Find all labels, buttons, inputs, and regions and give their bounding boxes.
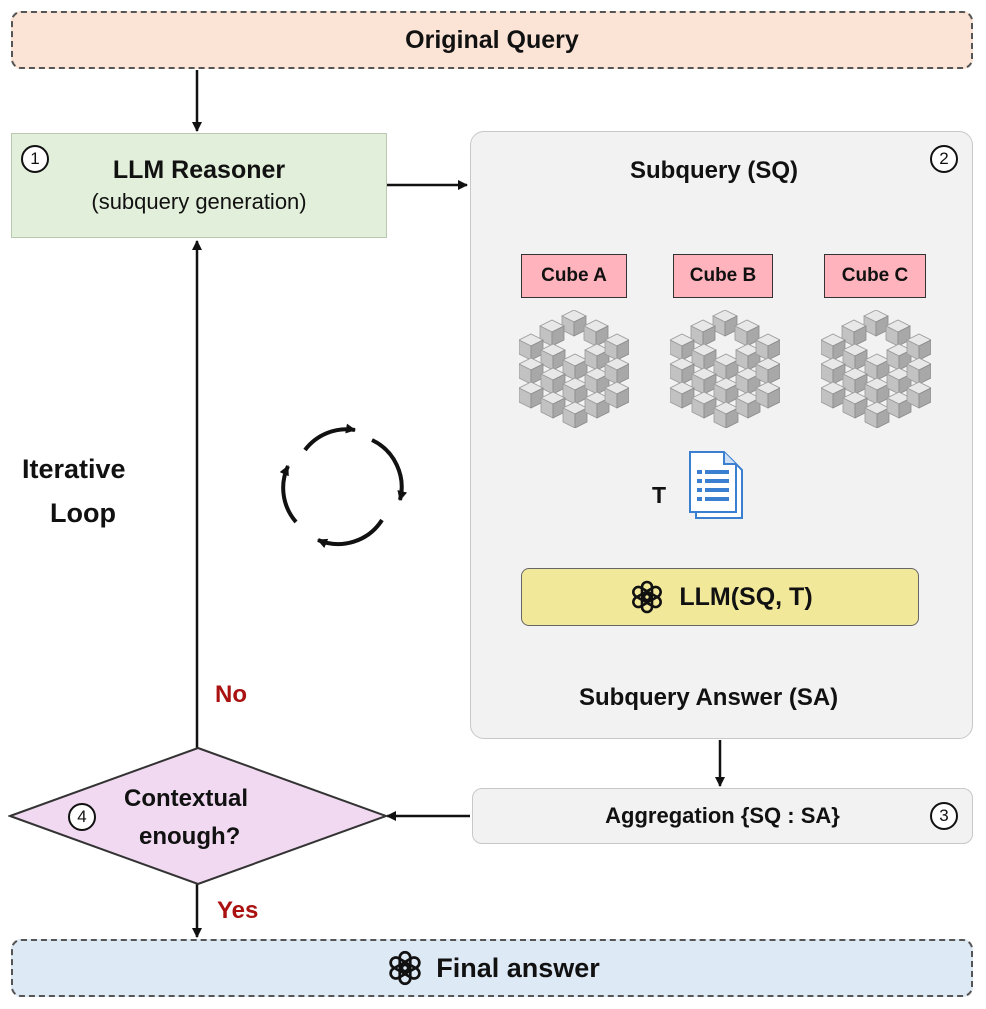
openai-logo-icon <box>632 580 663 614</box>
document-icon <box>689 451 743 519</box>
cycle-arrows-icon <box>279 423 408 549</box>
subquery-panel <box>470 131 973 739</box>
subquery-answer-label: Subquery Answer (SA) <box>579 684 839 711</box>
step-number-4: 4 <box>68 803 96 831</box>
step-number-2: 2 <box>930 145 958 173</box>
subquery-label: Subquery (SQ) <box>630 157 799 184</box>
iterative-loop-line-2: Loop <box>50 498 116 528</box>
final-answer-box: Final answer <box>11 939 973 997</box>
original-query-box: Original Query <box>11 11 973 69</box>
no-label: No <box>215 681 247 708</box>
iterative-loop-line-1: Iterative <box>22 454 126 484</box>
aggregation-box: Aggregation {SQ : SA} <box>472 788 973 844</box>
openai-logo-icon <box>389 950 421 986</box>
step-number-3: 3 <box>930 802 958 830</box>
llm-sq-t-box: LLM(SQ, T) <box>521 568 919 626</box>
llm-reasoner-title: LLM Reasoner <box>112 156 286 184</box>
llm-reasoner-subtitle: (subquery generation) <box>91 189 307 214</box>
cube-grid-icon <box>821 310 931 428</box>
cube-a-label: Cube A <box>521 254 627 298</box>
original-query-label: Original Query <box>405 25 579 54</box>
aggregation-label: Aggregation {SQ : SA} <box>605 803 840 828</box>
decision-line-2: enough? <box>139 823 241 850</box>
cube-grid-icon <box>519 310 629 428</box>
final-answer-label: Final answer <box>436 952 600 983</box>
llm-sq-t-label: LLM(SQ, T) <box>679 582 813 611</box>
cube-grid-icon <box>670 310 780 428</box>
cube-b-label: Cube B <box>673 254 773 298</box>
llm-reasoner-box: LLM Reasoner (subquery generation) <box>11 133 387 238</box>
cube-c-label: Cube C <box>824 254 926 298</box>
decision-diamond <box>8 747 388 885</box>
yes-label: Yes <box>217 897 259 924</box>
table-label: T <box>652 482 667 508</box>
step-number-1: 1 <box>21 145 49 173</box>
decision-line-1: Contextual <box>124 785 249 812</box>
